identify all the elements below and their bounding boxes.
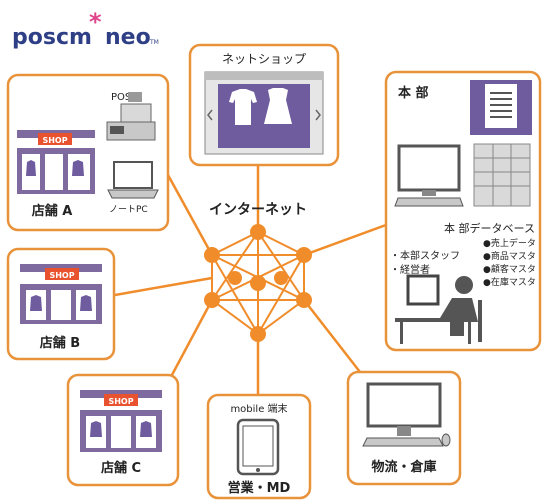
logo: poscm * neo TM bbox=[12, 8, 159, 50]
shop-sign-c: SHOP bbox=[108, 397, 133, 406]
pos-label: POS bbox=[111, 92, 131, 103]
line-store-a bbox=[166, 174, 214, 256]
db-item: ●顧客マスタ bbox=[483, 263, 536, 275]
db-item: ●売上データ bbox=[483, 237, 536, 249]
line-logistics bbox=[303, 299, 361, 373]
mobile-box: mobile 端末 営業・MD bbox=[206, 393, 312, 500]
shop-icon: SHOP bbox=[80, 390, 162, 452]
store-a-label: 店舗 A bbox=[32, 203, 73, 219]
logistics-label: 物流・倉庫 bbox=[371, 459, 436, 475]
server-rack-icon bbox=[473, 143, 531, 207]
shop-sign-a: SHOP bbox=[42, 136, 67, 145]
shop-icon: SHOP bbox=[20, 264, 102, 324]
mobile-label: 営業・MD bbox=[228, 480, 291, 496]
db-item: ●在庫マスタ bbox=[483, 276, 536, 288]
netshop-box: ネットショップ bbox=[188, 43, 340, 167]
tablet-icon bbox=[236, 418, 280, 476]
db-item: ●商品マスタ bbox=[483, 250, 536, 262]
staff-item: ・経営者 bbox=[390, 263, 430, 276]
hq-box: 本 部 本 部データベース ●売上データ ●商品マスタ ●顧客マスタ ●在庫 bbox=[384, 70, 542, 352]
store-c-label: 店舗 C bbox=[101, 460, 141, 476]
db-title: 本 部データベース bbox=[444, 221, 535, 235]
mobile-top-label: mobile 端末 bbox=[230, 402, 287, 415]
pos-register-icon bbox=[106, 92, 156, 141]
store-b-label: 店舗 B bbox=[40, 335, 80, 351]
staff-item: ・本部スタッフ bbox=[390, 249, 460, 262]
line-hq bbox=[303, 223, 387, 257]
netshop-label: ネットショップ bbox=[222, 52, 306, 66]
logistics-box: 物流・倉庫 bbox=[346, 370, 462, 486]
logo-tm: TM bbox=[149, 39, 159, 46]
desktop-pc-icon bbox=[394, 144, 464, 207]
document-icon bbox=[470, 80, 532, 135]
laptop-icon bbox=[107, 161, 159, 199]
internet-mesh bbox=[204, 224, 312, 342]
store-a-box: SHOP POS ノートPC 店舗 A bbox=[6, 73, 170, 232]
browser-window-icon bbox=[204, 71, 324, 155]
line-store-b bbox=[114, 276, 213, 297]
logo-star: * bbox=[89, 8, 102, 36]
store-b-box: SHOP 店舗 B bbox=[6, 247, 116, 361]
hq-label: 本 部 bbox=[398, 85, 429, 101]
store-c-box: SHOP 店舗 C bbox=[66, 373, 180, 487]
shop-sign-b: SHOP bbox=[49, 271, 74, 280]
desktop-pc-icon bbox=[362, 382, 451, 447]
internet-label: インターネット bbox=[209, 202, 307, 218]
logo-suffix: neo bbox=[105, 25, 151, 50]
person-at-desk-icon bbox=[395, 274, 482, 344]
logo-main: poscm bbox=[12, 25, 92, 50]
shop-icon: SHOP bbox=[17, 130, 95, 194]
line-store-c bbox=[163, 299, 214, 389]
notebook-pc-label: ノートPC bbox=[109, 205, 148, 215]
connection-lines bbox=[114, 165, 387, 395]
